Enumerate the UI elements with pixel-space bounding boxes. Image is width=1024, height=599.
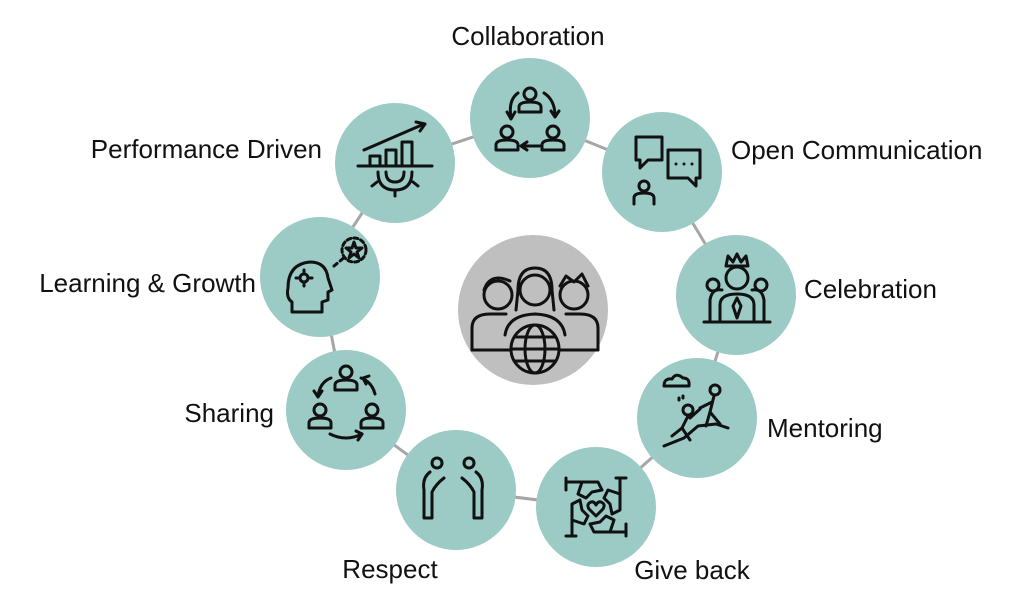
node-label-open-communication: Open Communication [731, 135, 982, 165]
sharing-cycle-icon [307, 364, 385, 442]
node-label-respect: Respect [342, 554, 438, 584]
bowing-people-icon [422, 456, 484, 520]
node-circle-open-communication [602, 112, 722, 232]
node-collaboration: Collaboration [451, 21, 605, 178]
node-label-celebration: Celebration [804, 274, 937, 304]
joined-hands-heart-icon [564, 476, 628, 538]
node-circle-learning-growth [260, 217, 380, 337]
node-circle-give-back [536, 447, 656, 567]
node-circle-sharing [286, 350, 406, 470]
node-celebration: Celebration [676, 235, 937, 355]
node-open-communication: Open Communication [602, 112, 982, 232]
node-label-learning-growth: Learning & Growth [39, 268, 256, 298]
node-performance-driven: Performance Driven [91, 103, 455, 223]
node-circle-respect [396, 430, 516, 550]
climbing-help-icon [662, 373, 730, 448]
node-give-back: Give back [536, 447, 751, 585]
node-respect: Respect [342, 430, 516, 584]
node-label-performance-driven: Performance Driven [91, 134, 322, 164]
node-sharing: Sharing [184, 350, 406, 470]
chat-bubbles-icon [632, 135, 702, 206]
node-circle-collaboration [470, 58, 590, 178]
node-label-collaboration: Collaboration [451, 21, 604, 51]
growth-chart-gear-icon [356, 120, 434, 198]
node-label-mentoring: Mentoring [767, 413, 883, 443]
node-circle-mentoring [637, 358, 757, 478]
collaboration-cycle-icon [494, 86, 566, 152]
node-mentoring: Mentoring [637, 358, 883, 478]
diverse-team-globe-icon [470, 266, 600, 375]
center-node [458, 235, 608, 385]
center-circle [458, 235, 608, 385]
node-label-give-back: Give back [634, 555, 751, 585]
node-learning-growth: Learning & Growth [39, 217, 380, 337]
head-star-icon [286, 236, 368, 314]
crowned-person-icon [702, 252, 772, 324]
node-label-sharing: Sharing [184, 398, 274, 428]
connector-ring [318, 116, 738, 509]
